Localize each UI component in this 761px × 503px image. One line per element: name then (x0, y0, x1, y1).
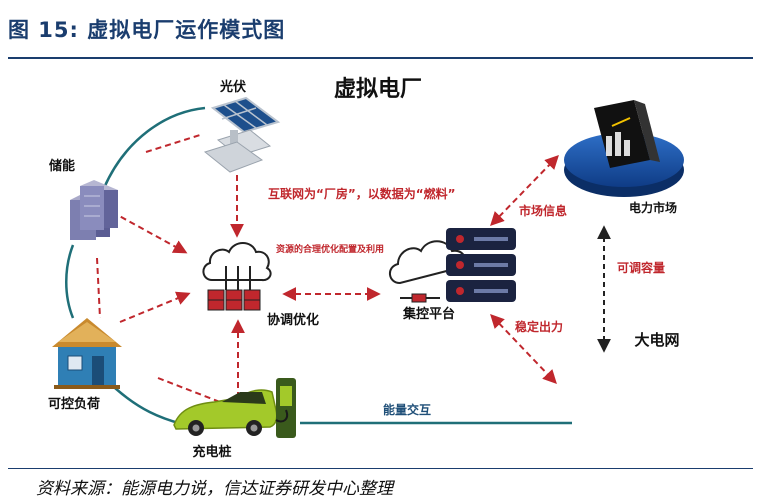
bottom-rule (8, 468, 753, 469)
dash-storage-solar (145, 134, 201, 153)
annotation-stable-output: 稳定出力 (515, 319, 563, 334)
label-charger: 充电桩 (192, 444, 231, 460)
figure-title: 图 15: 虚拟电厂运作模式图 (8, 18, 286, 42)
curve-storage-load (65, 244, 75, 319)
arrow-platform-grid (490, 313, 557, 385)
label-load: 可控负荷 (48, 396, 100, 412)
server-platform-icon (389, 228, 516, 303)
cloud-coordination-icon (202, 242, 272, 311)
arrow-platform-market (490, 154, 559, 227)
market-disk-icon (564, 100, 684, 197)
annotation-capacity: 可调容量 (617, 260, 665, 275)
annotation-market-info: 市场信息 (519, 203, 567, 218)
annotation-resource: 资源的合理优化配置及利用 (276, 243, 384, 255)
curve-storage-solar (102, 106, 206, 189)
storage-battery-icon (70, 180, 118, 240)
dash-storage-load (96, 257, 101, 319)
arrow-storage-coordinator (111, 211, 188, 254)
top-rule (8, 57, 753, 59)
charging-pile-car-icon (173, 378, 296, 438)
label-grid: 大电网 (634, 331, 679, 349)
solar-panel-icon (203, 96, 281, 173)
label-platform: 集控平台 (402, 306, 455, 322)
label-storage: 储能 (48, 158, 75, 174)
dashed-arrows-to-coordinator (96, 134, 559, 403)
label-market: 电力市场 (629, 200, 677, 215)
label-coordinator: 协调优化 (267, 312, 319, 328)
house-icon (52, 318, 122, 389)
dash-load-charger (157, 377, 221, 403)
diagram-main-title: 虚拟电厂 (334, 76, 422, 102)
annotation-internet: 互联网为“厂房”，以数据为“燃料” (268, 186, 456, 201)
source-note: 资料来源：能源电力说，信达证券研发中心整理 (36, 479, 393, 499)
arrow-load-coordinator (119, 291, 191, 323)
annotation-energy-exchange: 能量交互 (383, 402, 431, 417)
label-solar: 光伏 (219, 79, 246, 95)
curve-load-charger (114, 387, 183, 426)
